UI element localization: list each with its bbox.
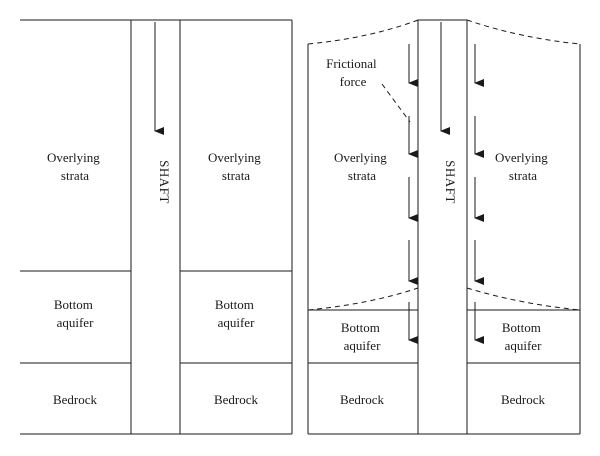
left-panel-right-aquifer-label: Bottom aquifer bbox=[215, 297, 257, 330]
right-panel-aquifer-top-left bbox=[307, 287, 419, 311]
friction-leader-line bbox=[381, 83, 411, 123]
right-panel-aquifer-top-right bbox=[466, 287, 581, 311]
left-panel-left-aquifer-label: Bottom aquifer bbox=[54, 297, 96, 330]
friction-force-label: Frictional force bbox=[326, 56, 380, 89]
left-panel-right-bedrock-label: Bedrock bbox=[214, 392, 259, 407]
right-panel-right-aquifer-label: Bottom aquifer bbox=[502, 320, 544, 353]
right-panel-left-bedrock-label: Bedrock bbox=[340, 392, 385, 407]
right-panel-ground-surface-right bbox=[466, 19, 581, 45]
right-shaft-label: SHAFT bbox=[443, 160, 458, 204]
left-panel-left-bedrock-label: Bedrock bbox=[53, 392, 98, 407]
left-panel-left-overlying-label: Overlying strata bbox=[47, 150, 103, 183]
right-panel-left-overlying-label: Overlying strata bbox=[334, 150, 390, 183]
left-panel-right-overlying-label: Overlying strata bbox=[208, 150, 264, 183]
right-panel-right-bedrock-label: Bedrock bbox=[501, 392, 546, 407]
right-panel-right-overlying-label: Overlying strata bbox=[495, 150, 551, 183]
left-shaft-label: SHAFT bbox=[157, 160, 172, 204]
right-panel-ground-surface-left bbox=[307, 19, 419, 45]
right-panel: Frictional force SHAFT Overlying strata … bbox=[307, 19, 581, 435]
left-panel: SHAFT Overlying strata Overlying strata … bbox=[20, 19, 293, 435]
right-panel-left-aquifer-label: Bottom aquifer bbox=[341, 320, 383, 353]
